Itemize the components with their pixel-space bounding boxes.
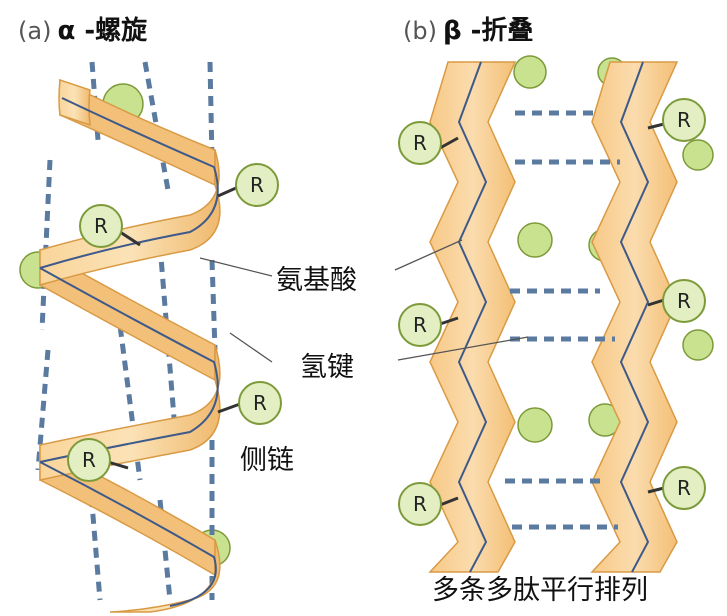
side-chain-r (662, 279, 706, 323)
side-chain-r-label: R (413, 492, 427, 516)
helix-backbone (39, 97, 219, 607)
side-chain-r-label: R (677, 289, 691, 313)
panel-a-title-text: α -螺旋 (57, 16, 148, 46)
sheet-backbone (457, 61, 650, 573)
side-chain-r (662, 466, 706, 510)
panel-b-tag: (b) (403, 17, 437, 45)
sheet-side-chains: R R R R R R (398, 98, 706, 526)
panel-b-title-text: β -折叠 (442, 16, 534, 46)
alpha-helix: R R R R (19, 61, 282, 613)
side-chain-r (398, 482, 442, 526)
side-chain-r (235, 163, 279, 207)
beta-sheet: R R R R R R (398, 55, 714, 573)
beta-strand-2 (590, 61, 679, 573)
side-chain-r (79, 204, 123, 248)
side-chain-r-label: R (82, 448, 96, 472)
side-chain-r (398, 121, 442, 165)
side-chain-r (662, 98, 706, 142)
side-chain-r-label: R (677, 476, 691, 500)
side-chain-r-label: R (413, 131, 427, 155)
side-chain-r (67, 438, 111, 482)
helix-side-chains: R R R R (67, 163, 282, 482)
side-chain-r (238, 381, 282, 425)
side-chain-r (398, 303, 442, 347)
panel-a-tag: (a) (18, 17, 52, 45)
side-chain-r-label: R (250, 173, 264, 197)
side-chain-label: 侧链 (240, 445, 294, 476)
sheet-hydrogen-bonds (505, 110, 620, 530)
side-chain-r-label: R (253, 391, 267, 415)
panel-b-title: (b)β -折叠 (403, 10, 533, 47)
side-chain-r-label: R (94, 214, 108, 238)
amino-acid-label: 氨基酸 (276, 265, 357, 296)
side-chain-r-label: R (677, 108, 691, 132)
parallel-strands-label: 多条多肽平行排列 (432, 575, 648, 606)
beta-strand-1 (428, 61, 517, 573)
leader-lines (199, 239, 529, 363)
helix-ribbon-front (39, 149, 221, 286)
panel-a-title: (a)α -螺旋 (18, 10, 147, 47)
hydrogen-bond-label: 氢键 (300, 352, 354, 383)
helix-ribbon-top (58, 78, 91, 127)
side-chain-r-label: R (413, 313, 427, 337)
